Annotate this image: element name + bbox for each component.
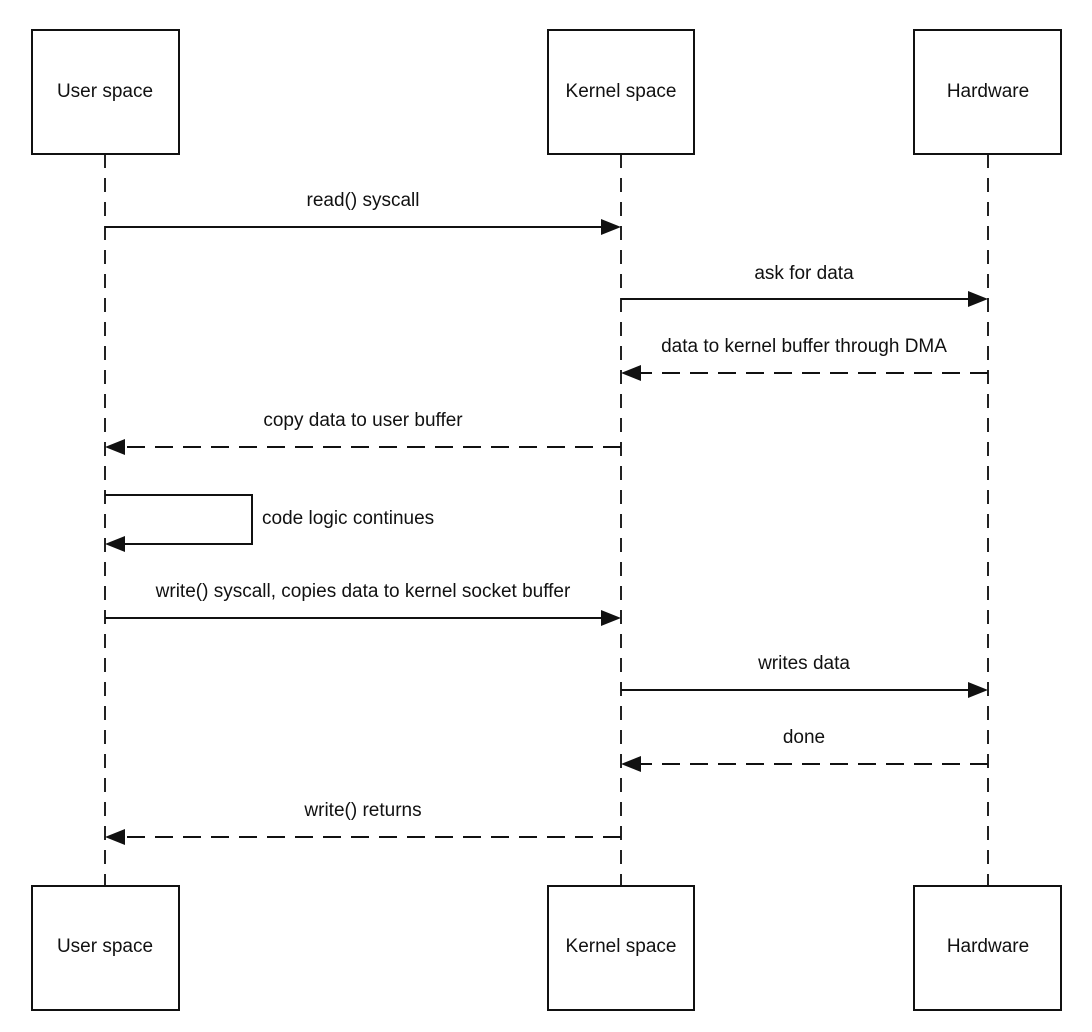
message-read-syscall: read() syscall [105, 190, 621, 235]
participant-label: Kernel space [566, 936, 677, 957]
message-label: read() syscall [307, 190, 420, 211]
message-done: done [621, 727, 988, 772]
arrowhead-icon [621, 365, 641, 381]
arrowhead-icon [601, 610, 621, 626]
arrowhead-icon [105, 536, 125, 552]
participant-box-user-top: User space [31, 29, 180, 155]
message-label: code logic continues [262, 508, 434, 529]
arrowhead-icon [601, 219, 621, 235]
message-label: ask for data [754, 263, 854, 284]
arrowhead-icon [105, 439, 125, 455]
participant-box-hardware-top: Hardware [913, 29, 1062, 155]
message-copy-to-user: copy data to user buffer [105, 410, 621, 455]
participant-label: Kernel space [566, 81, 677, 102]
message-writes-data: writes data [621, 653, 988, 698]
participant-box-hardware-bottom: Hardware [913, 885, 1062, 1011]
participant-box-kernel-bottom: Kernel space [547, 885, 695, 1011]
message-label: write() returns [303, 800, 421, 821]
arrowhead-icon [968, 682, 988, 698]
message-write-returns: write() returns [105, 800, 621, 845]
message-label: data to kernel buffer through DMA [661, 336, 947, 357]
message-write-syscall: write() syscall, copies data to kernel s… [105, 581, 621, 626]
message-ask-for-data: ask for data [621, 263, 988, 307]
arrowhead-icon [968, 291, 988, 307]
participant-label: Hardware [947, 936, 1029, 957]
participant-box-kernel-top: Kernel space [547, 29, 695, 155]
participant-box-user-bottom: User space [31, 885, 180, 1011]
message-label: write() syscall, copies data to kernel s… [155, 581, 571, 602]
message-label: copy data to user buffer [263, 410, 463, 431]
participant-label: User space [57, 81, 153, 102]
message-label: done [783, 727, 825, 748]
arrowhead-icon [621, 756, 641, 772]
participant-label: User space [57, 936, 153, 957]
arrowhead-icon [105, 829, 125, 845]
message-self-code-logic: code logic continues [105, 494, 434, 552]
participant-label: Hardware [947, 81, 1029, 102]
message-dma-response: data to kernel buffer through DMA [621, 336, 988, 381]
message-label: writes data [757, 653, 850, 674]
